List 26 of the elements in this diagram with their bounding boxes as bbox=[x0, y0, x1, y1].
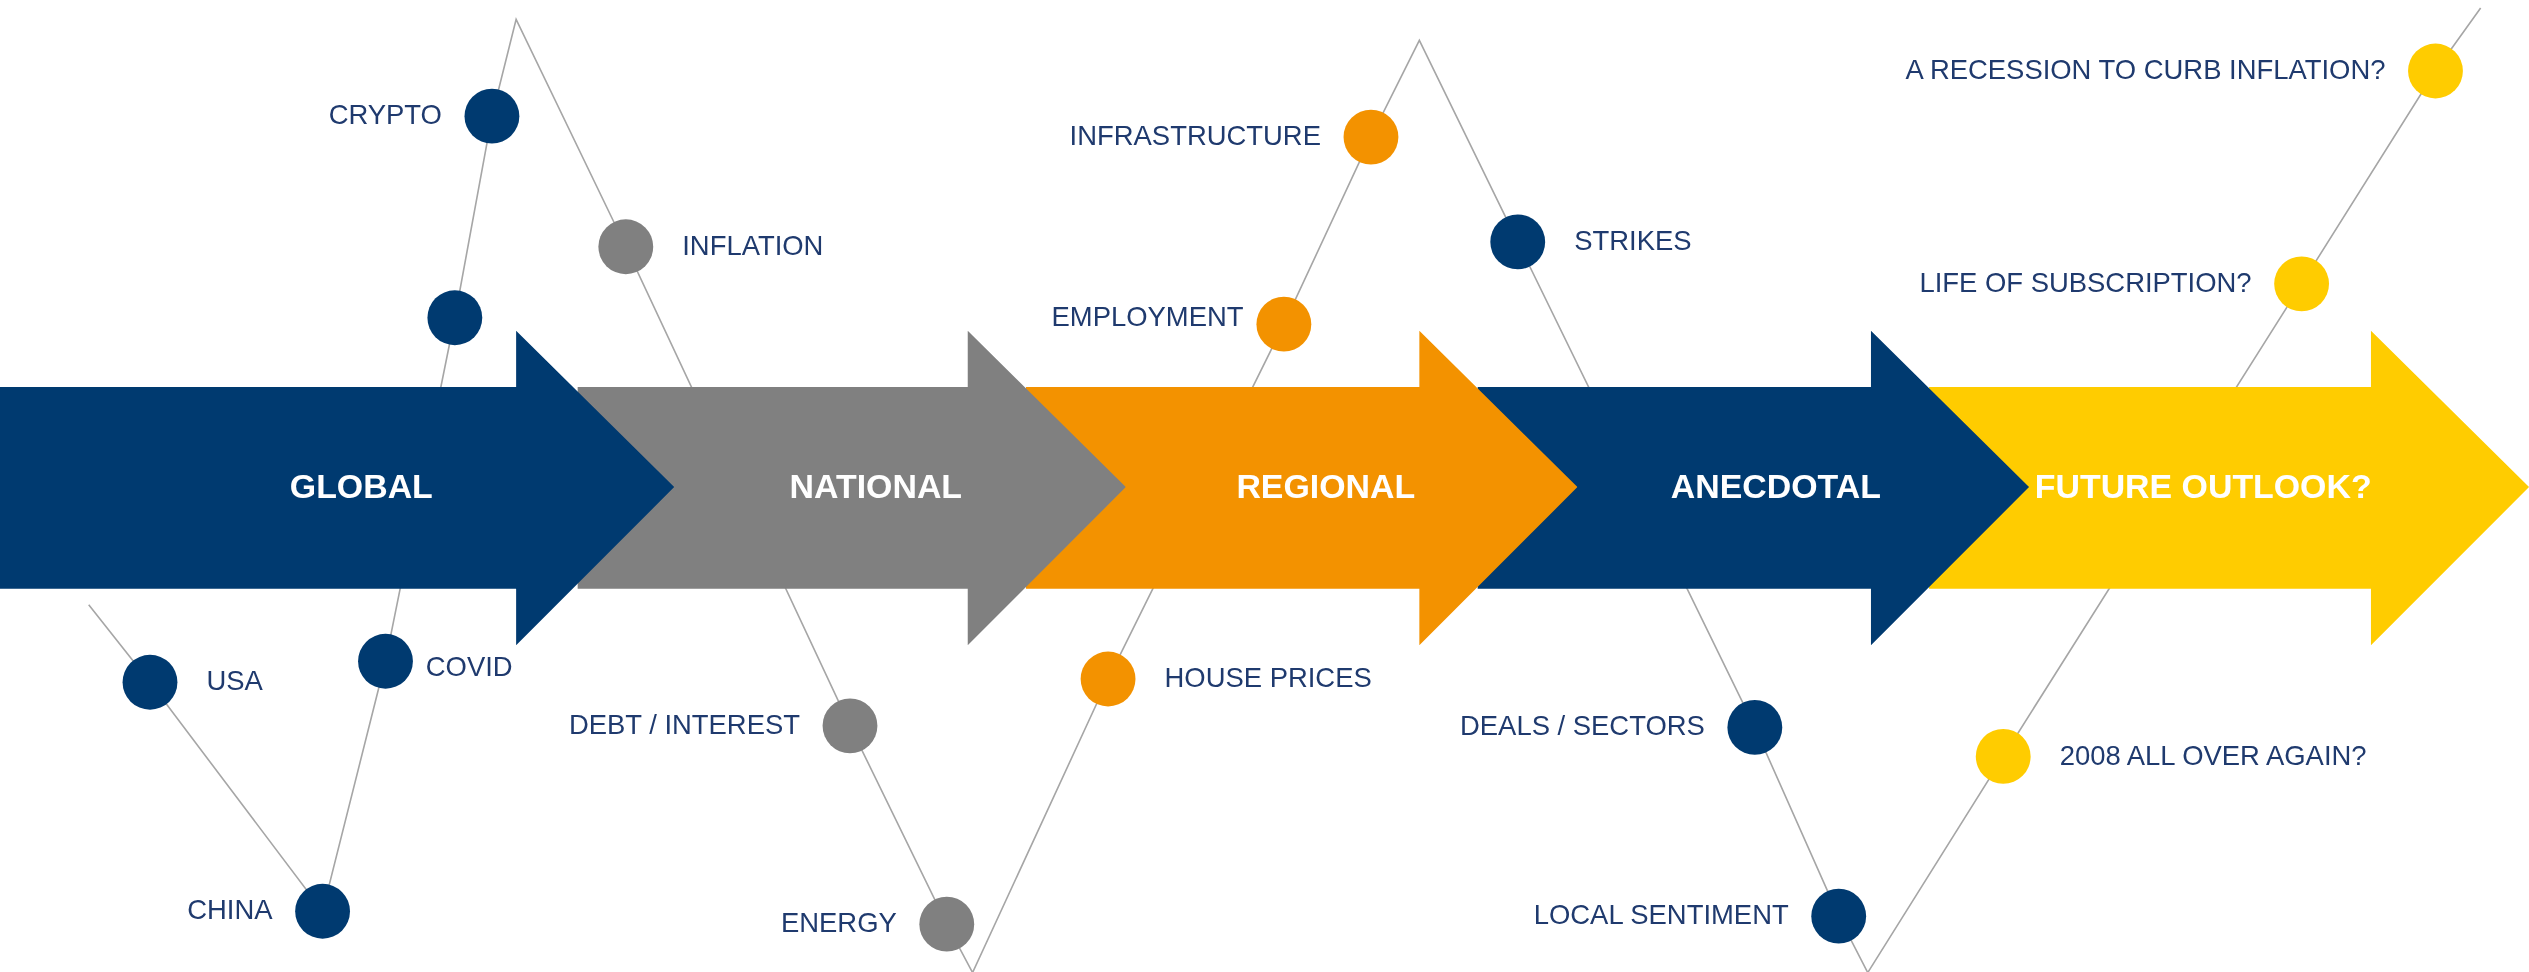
topic-label: CHINA bbox=[187, 895, 273, 928]
dot-marker bbox=[2274, 256, 2330, 312]
arrow-label: REGIONAL bbox=[1236, 466, 1416, 507]
arrow-label: GLOBAL bbox=[289, 466, 433, 507]
topic-label: INFLATION bbox=[682, 230, 824, 263]
topic-label: DEALS / SECTORS bbox=[1460, 711, 1705, 744]
topic-label: DEBT / INTEREST bbox=[568, 709, 800, 742]
dot-marker bbox=[295, 883, 350, 939]
topic-label: LIFE OF SUBSCRIPTION? bbox=[1919, 267, 2252, 300]
arrow-label: ANECDOTAL bbox=[1670, 466, 1881, 507]
topic-label: COVID bbox=[425, 651, 513, 684]
dot-marker bbox=[1811, 888, 1867, 944]
topic-label: A RECESSION TO CURB INFLATION? bbox=[1905, 54, 2386, 88]
topic-label: EMPLOYMENT bbox=[1051, 301, 1244, 334]
topic-label: HOUSE PRICES bbox=[1164, 662, 1372, 696]
topic-label: USA bbox=[206, 666, 263, 699]
topic-label: STRIKES bbox=[1574, 225, 1692, 259]
topic-label: LOCAL SENTIMENT bbox=[1533, 900, 1789, 933]
arrow-label: NATIONAL bbox=[789, 466, 963, 507]
topic-label: CRYPTO bbox=[328, 100, 442, 133]
topic-label: ENERGY bbox=[780, 908, 897, 941]
dot-marker bbox=[2408, 43, 2463, 99]
topic-label: 2008 ALL OVER AGAIN? bbox=[2059, 740, 2367, 773]
topic-label: INFRASTRUCTURE bbox=[1069, 120, 1321, 154]
arrow-label: FUTURE OUTLOOK? bbox=[2034, 466, 2372, 507]
dot-marker bbox=[1490, 214, 1546, 270]
